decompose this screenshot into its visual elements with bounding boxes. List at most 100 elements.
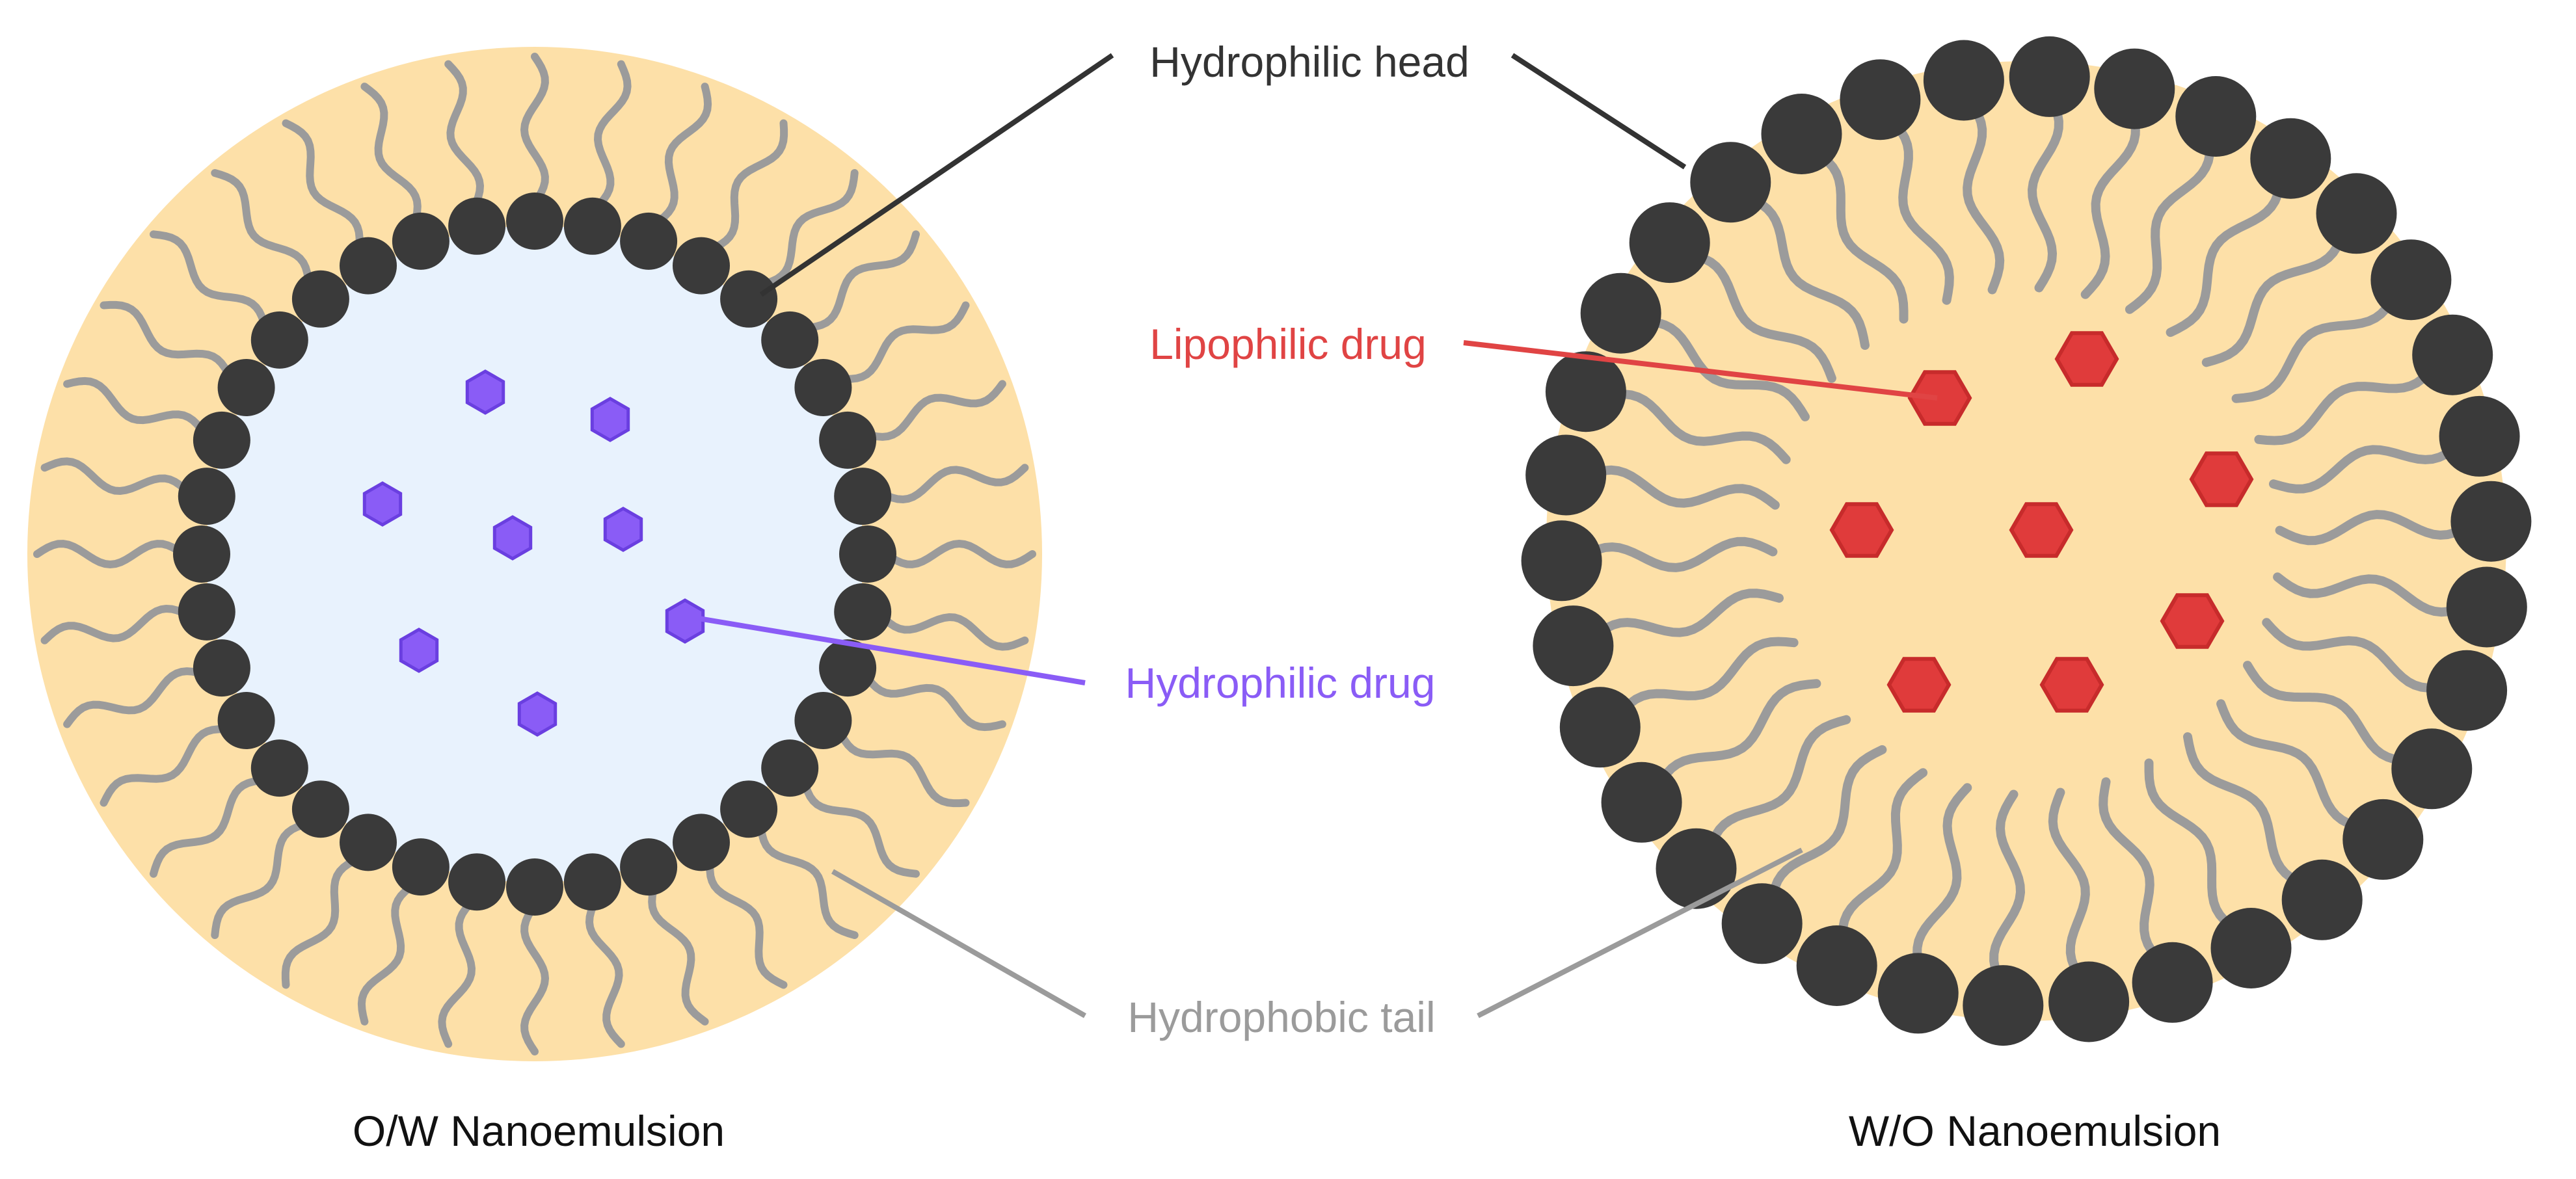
- hydrophobic-tail: [861, 670, 1006, 732]
- hydrophilic-drug: [603, 507, 643, 552]
- hydrophobic-tail: [2273, 572, 2475, 617]
- hydrophobic-tail: [1766, 745, 1887, 915]
- hydrophilic-head: [217, 359, 275, 416]
- hydrophilic-head: [1559, 687, 1641, 768]
- hydrophilic-head: [1877, 953, 1959, 1034]
- hydrophilic-head: [2132, 942, 2213, 1023]
- hydrophobic-tail: [1703, 715, 1851, 862]
- hydrophobic-tail: [2166, 167, 2287, 338]
- hydrophilic-head: [2426, 650, 2508, 731]
- hydrophobic-tail: [799, 776, 920, 878]
- hydrophilic-head: [506, 858, 563, 916]
- ow-hydrophilic-heads: [173, 192, 896, 916]
- hydrophobic-tail: [861, 380, 1006, 441]
- wo-hydrophilic-heads: [1521, 36, 2532, 1046]
- hydrophobic-tail: [2080, 99, 2140, 299]
- hydrophobic-tail: [63, 667, 209, 728]
- wo-nanoemulsion-caption: W/O Nanoemulsion: [1849, 1107, 2221, 1155]
- hydrophobic-tail: [2269, 435, 2469, 494]
- hydrophobic-tail: [33, 540, 187, 569]
- hydrophobic-tail: [357, 880, 419, 1026]
- hydrophilic-head: [448, 853, 506, 911]
- hydrophilic-head: [1601, 762, 1682, 843]
- hydrophilic-head: [761, 311, 819, 369]
- hydrophilic-head: [720, 270, 778, 328]
- hydrophilic-head: [178, 468, 235, 525]
- hydrophilic-drug: [399, 628, 439, 673]
- hydrophilic-head: [2175, 76, 2257, 157]
- lipophilic-drug-leader: [1463, 340, 1938, 401]
- hydrophobic-tail: [1989, 789, 2026, 994]
- hydrophobic-tail: [876, 464, 1029, 504]
- hydrophobic-tail: [2275, 510, 2480, 546]
- hydrophilic-head: [620, 212, 678, 270]
- hydrophilic-head: [834, 583, 892, 641]
- hydrophobic-tail: [2099, 777, 2172, 972]
- hydrophilic-drug-leader: [694, 615, 1086, 685]
- hydrophobic-tail: [651, 83, 712, 228]
- hydrophilic-head: [1761, 94, 1842, 174]
- hydrophobic-tail: [211, 169, 313, 289]
- hydrophobic-tail: [1650, 679, 1821, 798]
- hydrophilic-head: [2391, 728, 2473, 810]
- hydrophobic-tail: [2254, 356, 2443, 445]
- hydrophilic-head: [673, 814, 730, 871]
- hydrophobic-tail: [1805, 143, 1909, 324]
- hydrophilic-head: [448, 197, 506, 255]
- hydrophilic-head-leader-wo: [1510, 53, 1687, 170]
- hydrophobic-tail: [2183, 732, 2316, 892]
- hydrophobic-tail: [648, 880, 709, 1026]
- hydrophilic-head: [1840, 59, 1921, 140]
- hydrophilic-head: [2370, 239, 2452, 321]
- hydrophilic-head: [839, 525, 896, 583]
- hydrophilic-head: [178, 583, 235, 641]
- hydrophilic-head: [819, 639, 877, 697]
- hydrophobic-tail: [1838, 768, 1928, 956]
- hydrophilic-head: [2281, 859, 2363, 940]
- hydrophilic-head: [2450, 481, 2532, 562]
- hydrophobic-tail: [876, 611, 1029, 651]
- hydrophilic-drug: [590, 397, 630, 442]
- hydrophobic-tail: [2125, 126, 2215, 314]
- hydrophilic-head: [2316, 173, 2397, 254]
- hydrophilic-head: [673, 237, 730, 295]
- hydrophobic-tail: [211, 819, 313, 939]
- hydrophobic-tail: [2231, 284, 2402, 403]
- hydrophobic-tail: [835, 726, 970, 808]
- hydrophobic-tail: [2048, 788, 2091, 990]
- hydrophobic-tail: [757, 819, 859, 939]
- wo-hydrophobic-tails: [1573, 88, 2480, 994]
- hydrophobic-tail: [100, 300, 235, 382]
- hydrophobic-tail: [1736, 190, 1870, 350]
- hydrophobic-tail: [591, 60, 632, 213]
- hydrophobic-tail-leader-wo: [1477, 847, 1803, 1018]
- hydrophilic-head: [1545, 351, 1626, 432]
- hydrophilic-head: [217, 692, 275, 749]
- hydrophilic-head: [1796, 925, 1877, 1006]
- hydrophobic-tail: [1584, 589, 1784, 647]
- hydrophilic-head: [1629, 202, 1710, 284]
- wo-nanoemulsion: [1521, 36, 2532, 1046]
- hydrophobic-tail: [1630, 317, 1810, 421]
- hydrophobic-tail: [706, 854, 788, 989]
- hydrophilic-drug-label: Hydrophilic drug: [1125, 659, 1436, 707]
- hydrophobic-tail: [1596, 390, 1791, 464]
- hydrophilic-head: [291, 780, 349, 838]
- hydrophilic-drug: [492, 515, 533, 561]
- hydrophilic-drug: [362, 481, 403, 527]
- hydrophobic-tail-label: Hydrophobic tail: [1127, 993, 1435, 1041]
- hydrophobic-tail: [63, 377, 209, 438]
- hydrophilic-head: [720, 780, 778, 838]
- hydrophilic-head-leader-ow: [759, 53, 1114, 297]
- hydrophobic-tail: [360, 83, 422, 228]
- hydrophilic-head: [794, 692, 852, 749]
- hydrophilic-head: [563, 197, 621, 255]
- hydrophobic-tail: [1677, 248, 1836, 383]
- hydrophobic-tail: [282, 119, 364, 254]
- ow-nanoemulsion: [27, 47, 1042, 1061]
- hydrophobic-tail: [1912, 783, 1972, 983]
- ow-hydrophilic-drugs: [362, 369, 705, 737]
- hydrophilic-head: [1656, 828, 1737, 909]
